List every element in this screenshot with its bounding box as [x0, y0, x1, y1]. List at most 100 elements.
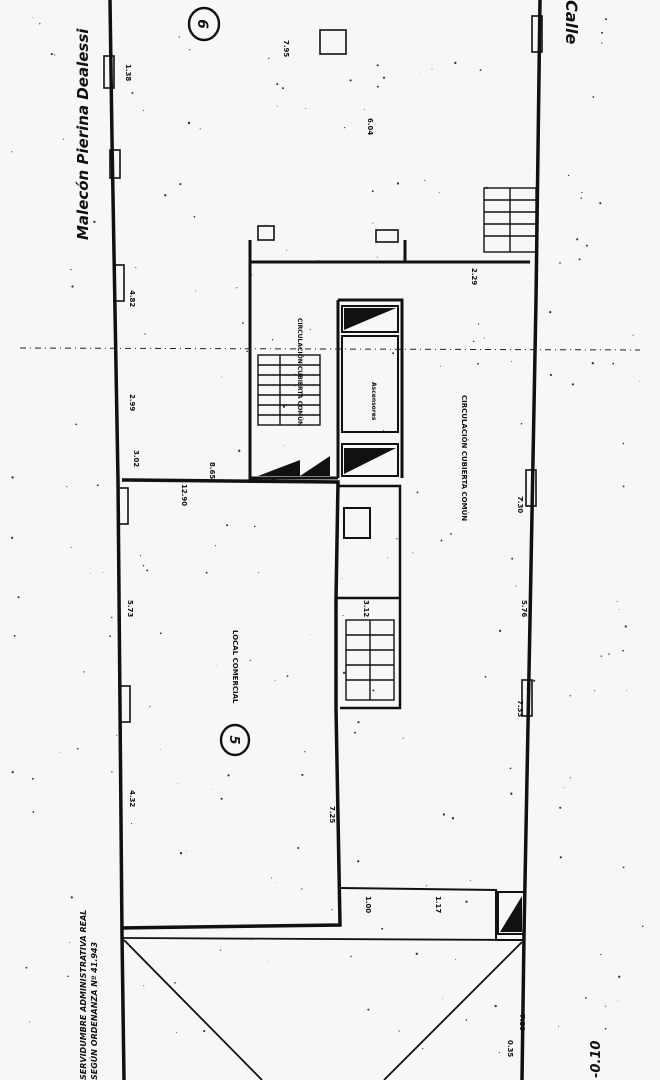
speckle	[186, 850, 187, 852]
speckle	[194, 290, 196, 292]
speckle	[469, 880, 471, 882]
speckle	[11, 476, 14, 479]
speckle	[342, 671, 346, 674]
speckle	[10, 536, 14, 540]
dim-label: 5.76	[520, 600, 528, 617]
speckle	[102, 571, 104, 573]
speckle	[83, 671, 85, 673]
speckle	[32, 17, 34, 18]
speckle	[419, 73, 420, 75]
outer-wall-left	[108, 0, 126, 1080]
speckle	[143, 985, 145, 987]
speckle	[601, 31, 604, 34]
corridor-lower-label: CIRCULACIÓN CUBIERTA COMÚN	[460, 395, 469, 521]
speckle	[174, 981, 176, 984]
speckle	[149, 706, 151, 708]
speckle	[549, 310, 552, 314]
speckle	[608, 653, 610, 655]
speckle	[331, 909, 333, 911]
speckle	[349, 79, 352, 82]
dim-label: 1.00	[364, 896, 372, 913]
speckle	[559, 806, 562, 809]
speckle	[11, 151, 13, 153]
speckle	[71, 285, 74, 288]
speckle	[341, 578, 343, 580]
speckle	[96, 484, 99, 487]
speckle	[276, 83, 279, 86]
speckle	[483, 337, 485, 339]
dim-label: 6.04	[366, 118, 374, 135]
speckle	[442, 813, 446, 816]
speckle	[11, 770, 14, 774]
speckle	[159, 632, 162, 635]
speckle	[451, 817, 455, 820]
speckle	[271, 339, 274, 341]
speckle	[203, 1029, 206, 1033]
speckle	[570, 777, 572, 779]
speckle	[310, 633, 312, 635]
speckle	[301, 888, 303, 890]
dim-label: 7.25	[328, 806, 336, 823]
speckle	[593, 690, 595, 691]
speckle	[622, 442, 625, 445]
speckle	[376, 64, 379, 67]
speckle	[612, 362, 615, 365]
speckle	[76, 747, 79, 750]
unit-5-label: LOCAL COMERCIAL	[231, 630, 239, 704]
speckle	[622, 866, 625, 869]
speckle	[281, 87, 284, 90]
speckle	[59, 752, 61, 753]
speckle	[309, 328, 311, 330]
unit-5-number: 5	[226, 735, 241, 744]
speckle	[130, 822, 133, 825]
dim-label: 7.39	[518, 1014, 526, 1031]
speckle	[39, 23, 41, 25]
speckle	[220, 949, 222, 951]
speckle	[364, 108, 365, 110]
speckle	[31, 777, 34, 780]
speckle	[67, 975, 69, 978]
speckle	[97, 981, 99, 983]
servitude-line-1: SERVIDUMBRE ADMINISTRATIVA REAL	[79, 910, 88, 1080]
speckle	[520, 422, 523, 425]
speckle	[164, 194, 167, 197]
speckle	[75, 423, 78, 426]
speckle	[511, 557, 514, 560]
speckle	[176, 1032, 178, 1034]
speckle	[238, 449, 241, 452]
street-left-label: Malecón Pierina Dealessi	[74, 28, 92, 240]
speckle	[177, 783, 178, 784]
speckle	[372, 222, 374, 224]
speckle	[178, 36, 181, 38]
speckle	[376, 85, 379, 88]
speckle	[282, 405, 286, 408]
speckle	[69, 942, 71, 944]
speckle	[305, 108, 306, 110]
speckle	[53, 54, 56, 56]
speckle	[144, 333, 146, 335]
speckle	[581, 191, 583, 194]
speckle	[425, 885, 427, 887]
speckle	[179, 183, 182, 186]
speckle	[211, 789, 212, 791]
corner-dimension: -0.10	[589, 1041, 604, 1078]
speckle	[297, 847, 300, 849]
stair-middle	[345, 619, 395, 701]
speckle	[398, 1030, 400, 1032]
elevator-label: Ascensores	[370, 382, 377, 421]
speckle	[84, 57, 86, 59]
speckle	[601, 42, 603, 44]
speckle	[304, 751, 306, 753]
speckle	[111, 616, 113, 619]
speckle	[387, 557, 389, 559]
upper-core-wall	[248, 240, 530, 480]
speckle	[109, 635, 111, 637]
corner-shaft	[497, 891, 525, 935]
dim-label: 3.02	[132, 450, 140, 467]
speckle	[509, 767, 512, 770]
speckle	[146, 569, 149, 572]
speckle	[600, 655, 603, 657]
elevator-shafts	[341, 305, 399, 477]
dim-label: 2.29	[470, 268, 478, 285]
